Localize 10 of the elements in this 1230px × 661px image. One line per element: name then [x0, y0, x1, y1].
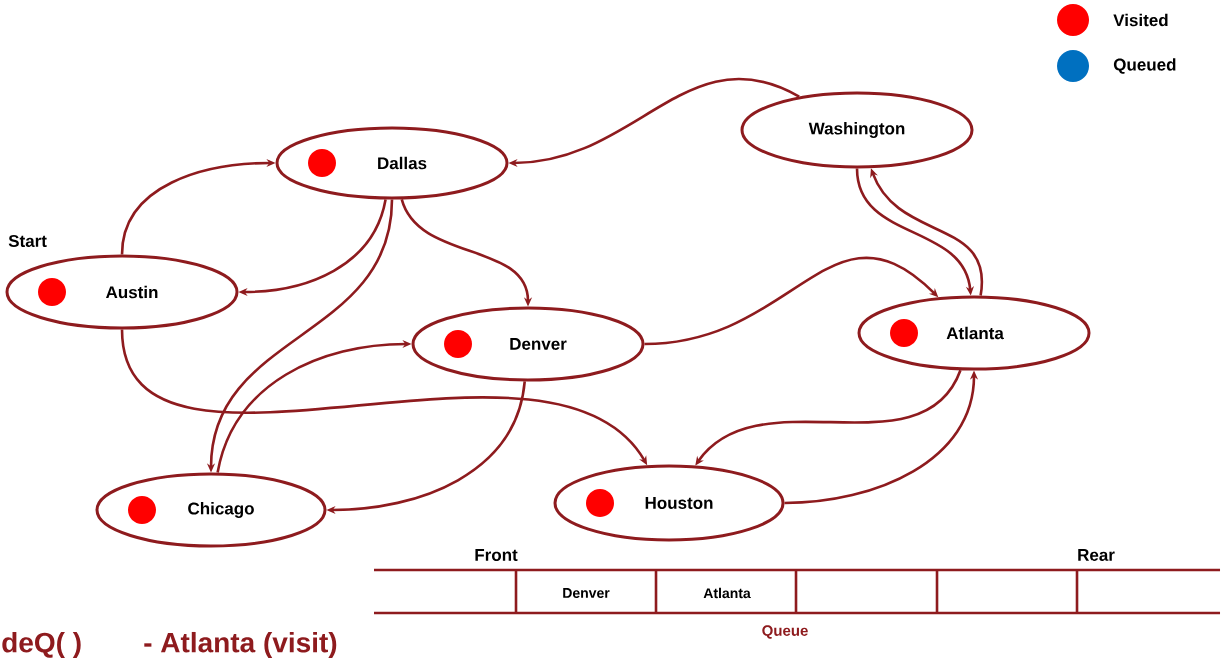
operation-text: deQ( )	[2, 631, 81, 659]
queue-pointer-label: Front	[475, 549, 518, 561]
queue-item: Atlanta	[703, 587, 751, 599]
queue-caption: Queue	[762, 625, 808, 639]
queue-item: Denver	[563, 588, 610, 598]
queue-pointer-label: Rear	[1078, 549, 1115, 561]
operation-text: - Atlanta (visit)	[144, 631, 337, 659]
legend-label: Visited	[1113, 13, 1168, 27]
legend-label: Queued	[1113, 58, 1176, 74]
start-label: Start	[8, 235, 47, 248]
